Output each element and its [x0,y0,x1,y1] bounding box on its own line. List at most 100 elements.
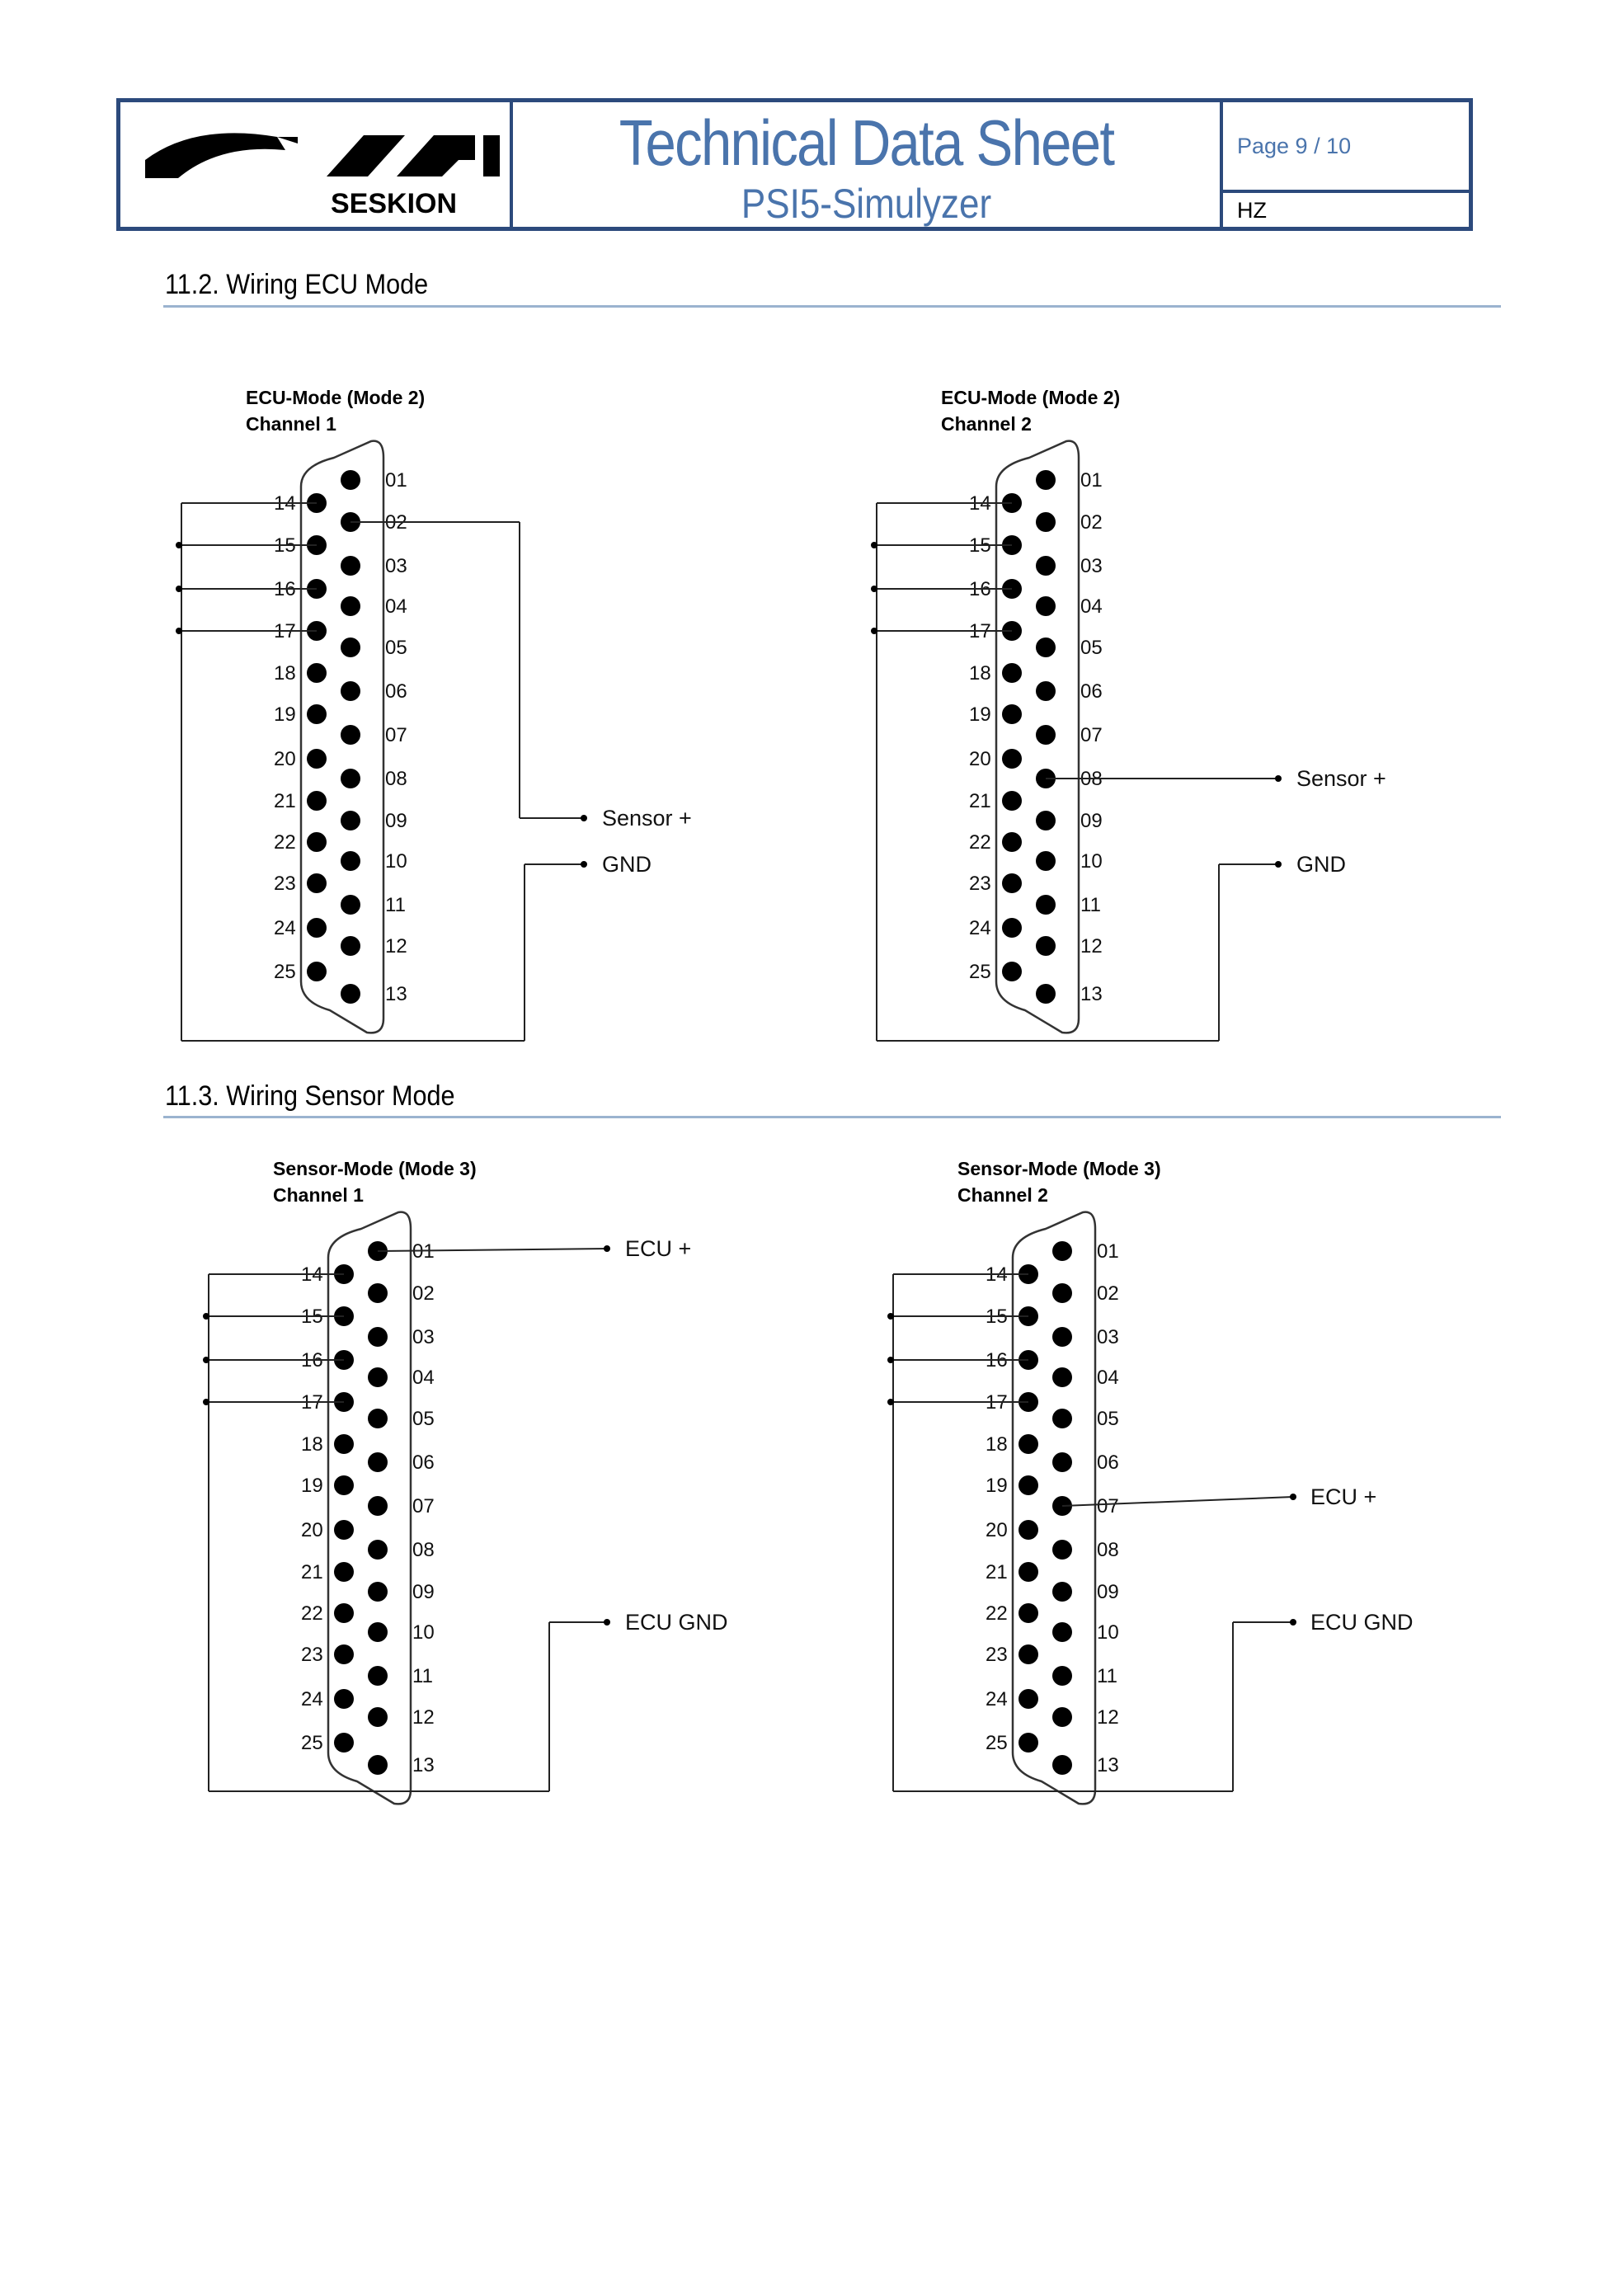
pin-label-11: 11 [1080,894,1101,916]
pin-23 [307,873,327,893]
logo-cell: SESKION [120,102,513,227]
pin-18 [334,1434,354,1454]
diagram-title: ECU-Mode (Mode 2) [941,387,1120,408]
junction-dot [203,1313,209,1320]
pin-24 [1018,1689,1038,1709]
pin-20 [1002,749,1022,769]
pin-label-25: 25 [274,961,296,983]
pin-19 [334,1475,354,1495]
pin-label-01: 01 [412,1240,435,1263]
junction-dot [203,1357,209,1363]
connector-shell [327,1211,412,1805]
ground-terminal-dot [1290,1619,1296,1626]
ground-terminal-dot [581,861,587,868]
pin-label-09: 09 [1080,810,1103,832]
pin-label-07: 07 [1080,724,1103,746]
pin-12 [1036,936,1056,956]
author-initials: HZ [1237,198,1267,223]
junction-dot [203,1399,209,1405]
signal-terminal-dot [581,815,587,821]
pin-label-10: 10 [412,1621,435,1644]
signal-label: ECU + [1310,1484,1376,1509]
pin-19 [307,704,327,724]
company-name: SESKION [331,188,457,219]
pin-label-05: 05 [385,637,407,659]
pin-label-02: 02 [1097,1282,1119,1305]
pin-label-19: 19 [986,1475,1008,1497]
diagram-title: ECU-Mode (Mode 2) [246,387,425,408]
pin-25 [1002,962,1022,981]
pin-25 [307,962,327,981]
pin-label-12: 12 [1097,1706,1119,1729]
pin-label-07: 07 [1097,1495,1119,1517]
ground-terminal-dot [1275,861,1282,868]
pin-07 [1036,725,1056,745]
signal-terminal-dot [1290,1494,1296,1500]
pin-25 [1018,1733,1038,1753]
pin-label-02: 02 [1080,511,1103,534]
pin-25 [334,1733,354,1753]
pin-05 [341,638,360,657]
document-subtitle: PSI5-Simulyzer [741,181,992,227]
title-cell: Technical Data Sheet PSI5-Simulyzer [513,102,1223,227]
pin-23 [1002,873,1022,893]
pin-label-13: 13 [412,1754,435,1776]
pin-label-09: 09 [1097,1581,1119,1603]
diagram-title: Sensor-Mode (Mode 3) [273,1158,477,1179]
pin-label-06: 06 [1080,680,1103,703]
pin-label-21: 21 [986,1561,1008,1583]
pin-label-18: 18 [301,1433,323,1456]
pin-09 [341,811,360,830]
pin-label-23: 23 [986,1644,1008,1666]
pin-label-21: 21 [969,790,991,812]
pin-12 [1052,1707,1072,1727]
pin-05 [368,1409,388,1428]
connector-shell [995,440,1080,1034]
pin-19 [1002,704,1022,724]
pin-label-10: 10 [385,850,407,873]
pin-label-03: 03 [1097,1326,1119,1348]
junction-dot [887,1357,894,1363]
pin-label-11: 11 [385,894,406,916]
pin-18 [1018,1434,1038,1454]
pin-label-06: 06 [412,1451,435,1474]
pin-label-05: 05 [412,1408,435,1430]
pin-label-09: 09 [412,1581,435,1603]
pin-06 [341,681,360,701]
pin-label-07: 07 [412,1495,435,1517]
pin-08 [341,769,360,788]
pin-09 [368,1582,388,1602]
pin-03 [341,556,360,576]
document-header: SESKION Technical Data Sheet PSI5-Simuly… [116,98,1473,231]
pin-label-22: 22 [986,1602,1008,1625]
pin-label-04: 04 [412,1367,435,1389]
pin-label-11: 11 [1097,1665,1117,1687]
signal-terminal-dot [1275,775,1282,782]
pin-11 [368,1666,388,1686]
pin-23 [1018,1644,1038,1664]
pin-07 [368,1496,388,1516]
pin-01 [1036,470,1056,490]
ground-label: ECU GND [625,1610,728,1635]
pin-04 [368,1367,388,1387]
pin-label-24: 24 [301,1688,323,1710]
pin-label-08: 08 [412,1539,435,1561]
pin-label-20: 20 [969,748,991,770]
pin-20 [1018,1520,1038,1540]
pin-label-05: 05 [1080,637,1103,659]
pin-23 [334,1644,354,1664]
junction-dot [887,1313,894,1320]
diagram-channel: Channel 2 [941,413,1032,435]
pin-03 [368,1327,388,1347]
pin-label-24: 24 [986,1688,1008,1710]
pin-label-04: 04 [385,595,407,618]
pin-02 [1052,1283,1072,1303]
pin-12 [368,1707,388,1727]
ground-terminal-dot [604,1619,610,1626]
pin-21 [1002,791,1022,811]
pin-label-24: 24 [274,917,296,939]
pin-label-23: 23 [301,1644,323,1666]
pin-label-06: 06 [1097,1451,1119,1474]
pin-09 [1052,1582,1072,1602]
pin-02 [1036,512,1056,532]
